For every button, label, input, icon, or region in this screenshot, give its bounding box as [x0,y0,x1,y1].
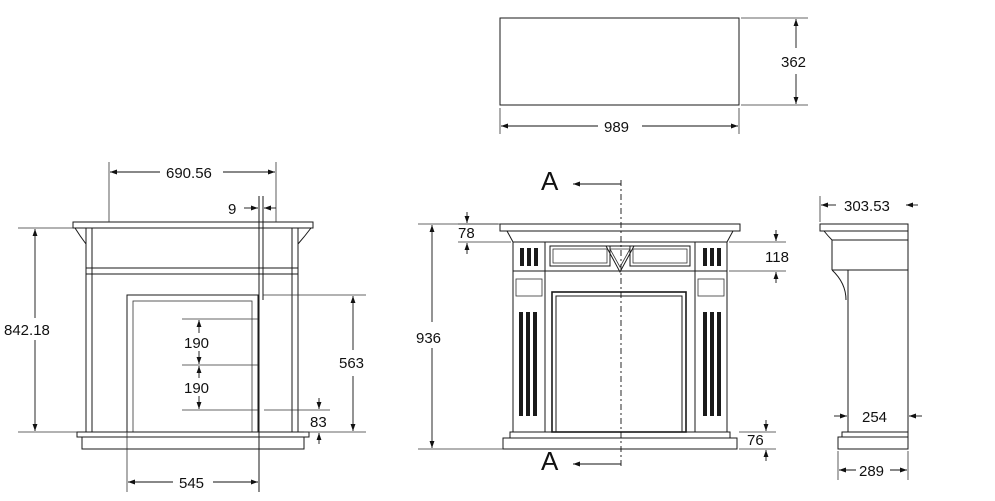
side-base-depth-label: 289 [859,463,884,480]
right-side-view: 303.53 254 289 [819,196,922,480]
side-top-depth-label: 303.53 [844,198,890,215]
section-label-top: A [541,166,559,196]
side-top [819,223,909,232]
keystone-shield [605,245,635,274]
top-view-outline [499,17,740,106]
front-cornice [499,223,741,232]
front-plinth [502,437,738,450]
opening-width-label: 545 [179,475,204,492]
plinth-label: 76 [747,432,764,449]
left-corbel [74,227,87,246]
front-firebox [551,291,687,433]
cornice-label: 78 [458,225,475,242]
mantel-shelf [72,221,314,229]
frieze-label: 118 [765,249,789,266]
frieze-band [85,267,299,275]
side-base [837,436,909,450]
overall-width-label: 690.56 [166,165,212,182]
opening-height-label: 563 [339,355,364,372]
section-label-bottom: A [541,446,559,476]
hearth-base [81,436,305,450]
right-corbel [297,227,312,246]
top-view: 362 989 [499,17,808,136]
frieze-panel-left [549,245,611,267]
firebox-outline [126,294,259,433]
offset-label: 9 [228,201,236,218]
front-height-label: 936 [416,330,441,347]
base-offset-label: 83 [310,414,327,431]
height-label: 842.18 [4,322,50,339]
top-depth-label: 362 [781,54,806,71]
side-bracket [831,269,847,301]
front-view: A A 936 78 118 76 [416,166,789,476]
side-section-view: 690.56 9 842.18 563 190 190 83 [4,162,366,492]
spacing-lower-label: 190 [184,380,209,397]
frieze-panel-right [629,245,691,267]
side-inner-depth-label: 254 [862,409,887,426]
top-width-label: 989 [604,119,629,136]
spacing-upper-label: 190 [184,335,209,352]
